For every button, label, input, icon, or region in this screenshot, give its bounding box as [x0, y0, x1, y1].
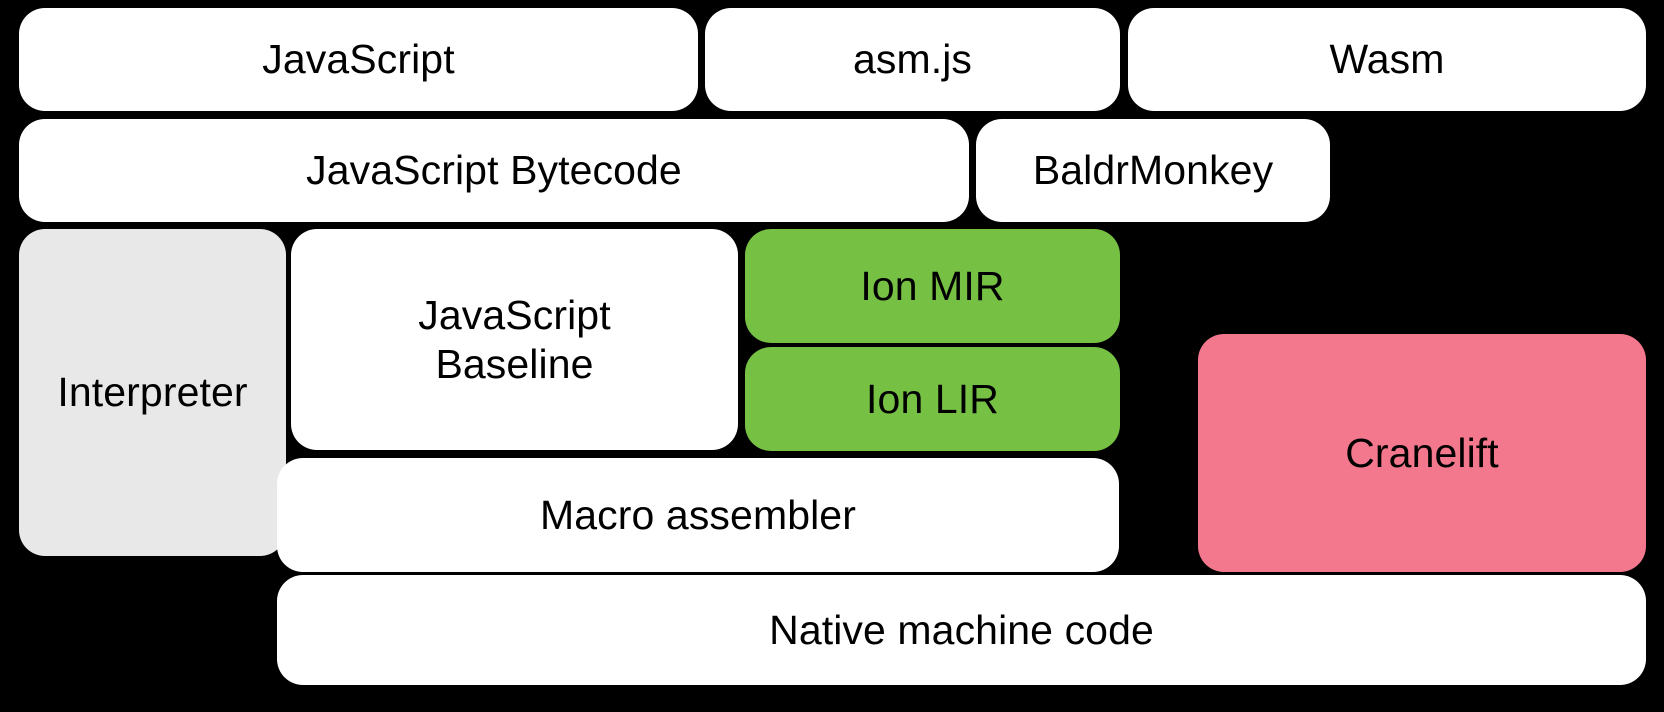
node-baldrmonkey[interactable]: BaldrMonkey [976, 119, 1330, 222]
node-javascript-baseline[interactable]: JavaScript Baseline [291, 229, 738, 450]
node-interpreter[interactable]: Interpreter [19, 229, 286, 556]
node-cranelift[interactable]: Cranelift [1198, 334, 1646, 572]
node-wasm[interactable]: Wasm [1128, 8, 1646, 111]
node-native-machine-code[interactable]: Native machine code [277, 575, 1646, 685]
node-asm-js[interactable]: asm.js [705, 8, 1120, 111]
node-macro-assembler[interactable]: Macro assembler [277, 458, 1119, 572]
node-ion-lir[interactable]: Ion LIR [745, 347, 1120, 451]
node-javascript[interactable]: JavaScript [19, 8, 698, 111]
node-ion-mir[interactable]: Ion MIR [745, 229, 1120, 343]
node-javascript-bytecode[interactable]: JavaScript Bytecode [19, 119, 969, 222]
